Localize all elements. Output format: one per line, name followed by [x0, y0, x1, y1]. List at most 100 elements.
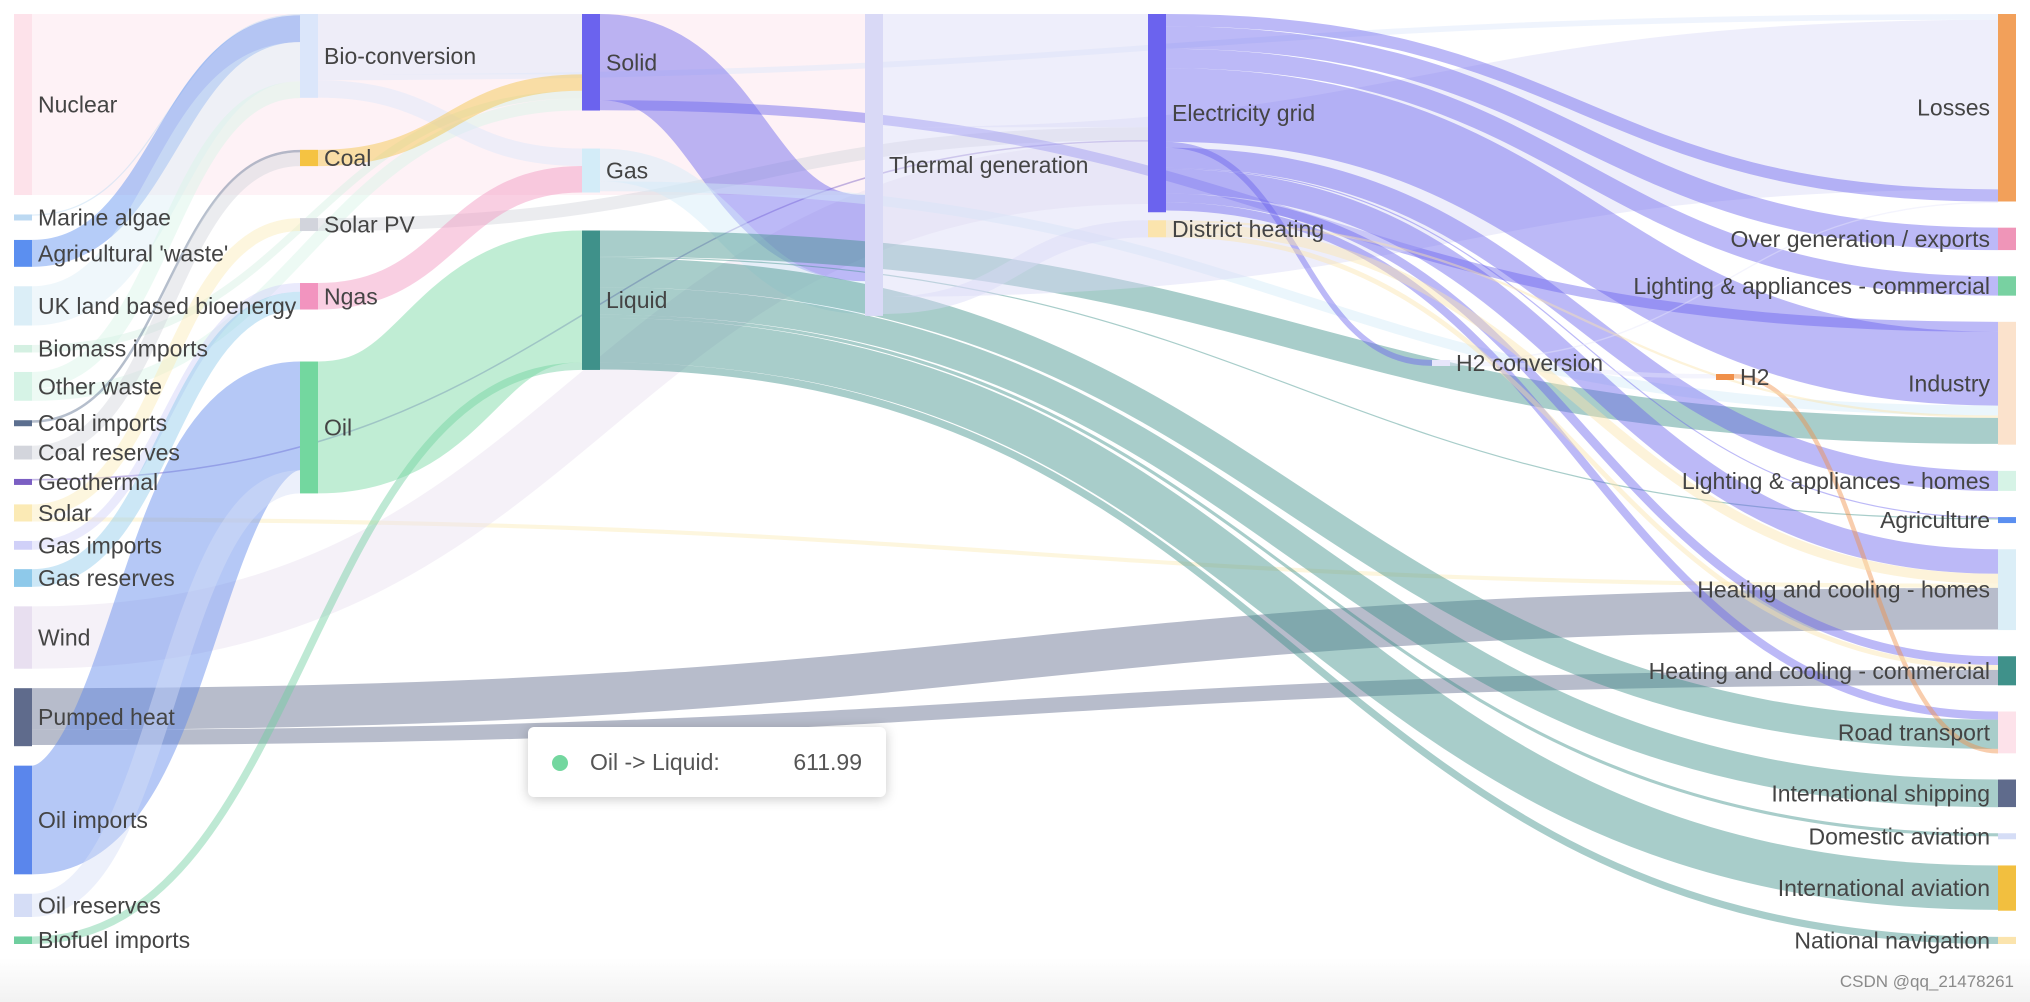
sankey-node-coal[interactable] — [300, 149, 318, 167]
sankey-link-thermal-generation-to-district-heating[interactable] — [882, 220, 1149, 314]
sankey-node-biofuel-imports[interactable] — [14, 936, 32, 944]
sankey-node-bio-conversion[interactable] — [300, 14, 318, 98]
sankey-node-h2[interactable] — [1716, 374, 1734, 380]
sankey-node-industry[interactable] — [1998, 321, 2016, 445]
sankey-node-district-heating[interactable] — [1148, 220, 1166, 238]
sankey-node-national-navigation[interactable] — [1998, 936, 2016, 944]
sankey-node-over-generation-exports[interactable] — [1998, 227, 2016, 251]
sankey-node-solar[interactable] — [14, 504, 32, 522]
sankey-node-liquid[interactable] — [582, 230, 600, 370]
sankey-node-nuclear[interactable] — [14, 14, 32, 196]
sankey-link-electricity-grid-to-h2-conversion[interactable] — [1165, 141, 1433, 366]
sankey-node-label-marine-algae: Marine algae — [38, 204, 171, 230]
sankey-node-domestic-aviation[interactable] — [1998, 833, 2016, 840]
sankey-link-district-heating-to-industry[interactable] — [1165, 220, 1999, 418]
sankey-node-lighting-appliances-commercial[interactable] — [1998, 276, 2016, 296]
sankey-link-electricity-grid-to-agriculture[interactable] — [1165, 167, 1999, 519]
sankey-node-thermal-generation[interactable] — [865, 14, 883, 316]
sankey-link-gas-imports-to-ngas[interactable] — [31, 283, 301, 550]
sankey-link-oil-imports-to-oil[interactable] — [25, 361, 307, 875]
sankey-node-label-wind: Wind — [38, 625, 90, 651]
sankey-link-solar-to-heating-and-cooling-homes[interactable] — [31, 517, 1999, 588]
sankey-link-electricity-grid-to-road-transport[interactable] — [1165, 202, 1999, 720]
sankey-node-label-heating-and-cooling-homes: Heating and cooling - homes — [1697, 577, 1990, 603]
sankey-link-other-waste-to-solid[interactable] — [31, 98, 583, 401]
sankey-link-gas-to-thermal-generation[interactable] — [599, 148, 866, 314]
sankey-node-ngas[interactable] — [300, 283, 318, 310]
sankey-link-wind-to-electricity-grid[interactable] — [31, 141, 1149, 669]
sankey-link-gas-reserves-to-ngas[interactable] — [31, 291, 301, 587]
sankey-link-electricity-grid-to-over-generation-exports[interactable] — [1165, 26, 1999, 251]
sankey-link-uk-land-based-bioenergy-to-bio-conversion[interactable] — [30, 42, 302, 326]
sankey-link-electricity-grid-to-lighting-appliances-commercial[interactable] — [1165, 48, 1999, 296]
sankey-link-electricity-grid-to-heating-and-cooling-homes[interactable] — [1165, 169, 1999, 574]
sankey-node-gas[interactable] — [582, 148, 600, 193]
sankey-node-road-transport[interactable] — [1998, 711, 2016, 754]
sankey-link-h2-to-road-transport[interactable] — [1733, 374, 1999, 754]
sankey-node-solid[interactable] — [582, 14, 600, 111]
sankey-node-marine-algae[interactable] — [14, 214, 32, 221]
sankey-link-ngas-to-gas[interactable] — [317, 166, 583, 310]
sankey-node-agriculture[interactable] — [1998, 517, 2016, 524]
sankey-link-other-waste-to-bio-conversion[interactable] — [31, 81, 301, 389]
sankey-node-losses[interactable] — [1998, 14, 2016, 202]
sankey-node-solar-pv[interactable] — [300, 218, 318, 232]
sankey-node-uk-land-based-bioenergy[interactable] — [14, 286, 32, 326]
sankey-link-coal-imports-to-coal[interactable] — [31, 149, 301, 423]
sankey-node-oil-reserves[interactable] — [14, 893, 32, 917]
sankey-node-electricity-grid[interactable] — [1148, 14, 1166, 213]
sankey-node-label-electricity-grid: Electricity grid — [1172, 100, 1315, 126]
sankey-link-electricity-grid-to-heating-and-cooling-commercial[interactable] — [1165, 193, 1999, 666]
sankey-link-liquid-to-national-navigation[interactable] — [599, 362, 1999, 945]
sankey-node-heating-and-cooling-commercial[interactable] — [1998, 656, 2016, 686]
sankey-link-marine-algae-to-bio-conversion[interactable] — [31, 14, 301, 216]
sankey-node-gas-imports[interactable] — [14, 540, 32, 550]
sankey-node-gas-reserves[interactable] — [14, 569, 32, 587]
sankey-node-label-over-generation-exports: Over generation / exports — [1730, 226, 1990, 252]
sankey-node-oil-imports[interactable] — [14, 765, 32, 875]
sankey-link-electricity-grid-to-lighting-appliances-homes[interactable] — [1165, 147, 1999, 491]
sankey-link-h2-conversion-to-losses[interactable] — [1449, 201, 1999, 362]
sankey-node-international-aviation[interactable] — [1998, 865, 2016, 911]
sankey-node-agricultural-waste[interactable] — [14, 239, 32, 267]
sankey-link-bio-conversion-to-gas[interactable] — [317, 80, 583, 167]
sankey-link-coal-to-solid[interactable] — [317, 74, 583, 167]
sankey-link-oil-reserves-to-oil[interactable] — [30, 470, 302, 917]
sankey-node-geothermal[interactable] — [14, 478, 32, 485]
sankey-link-pumped-heat-to-heating-and-cooling-homes[interactable] — [31, 587, 1999, 730]
sankey-link-district-heating-to-heating-and-cooling-homes[interactable] — [1165, 222, 1999, 584]
sankey-node-label-h2: H2 — [1740, 364, 1769, 390]
sankey-link-agricultural-waste-to-bio-conversion[interactable] — [31, 15, 301, 267]
sankey-node-coal-reserves[interactable] — [14, 445, 32, 460]
sankey-link-electricity-grid-to-losses[interactable] — [1165, 14, 1999, 202]
sankey-link-solar-pv-to-electricity-grid[interactable] — [317, 127, 1149, 232]
sankey-node-coal-imports[interactable] — [14, 420, 32, 427]
sankey-node-label-pumped-heat: Pumped heat — [38, 704, 175, 730]
sankey-link-coal-reserves-to-coal[interactable] — [31, 152, 301, 460]
sankey-node-other-waste[interactable] — [14, 371, 32, 401]
sankey-node-lighting-appliances-homes[interactable] — [1998, 470, 2016, 491]
sankey-node-heating-and-cooling-homes[interactable] — [1998, 549, 2016, 631]
sankey-node-h2-conversion[interactable] — [1432, 360, 1450, 366]
sankey-node-biomass-imports[interactable] — [14, 344, 32, 353]
sankey-link-liquid-to-international-shipping[interactable] — [599, 287, 1999, 808]
sankey-link-h2-conversion-to-h2[interactable] — [1449, 361, 1717, 379]
sankey-link-liquid-to-international-aviation[interactable] — [599, 317, 1999, 910]
sankey-link-thermal-generation-to-losses[interactable] — [882, 19, 1999, 297]
sankey-node-label-international-aviation: International aviation — [1778, 875, 1990, 901]
sankey-link-solar-to-solar-pv[interactable] — [31, 218, 301, 518]
sankey-node-label-road-transport: Road transport — [1838, 719, 1991, 745]
sankey-link-district-heating-to-heating-and-cooling-commercial[interactable] — [1165, 232, 1999, 670]
sankey-node-pumped-heat[interactable] — [14, 688, 32, 747]
sankey-link-oil-to-liquid[interactable] — [315, 230, 585, 494]
sankey-link-electricity-grid-to-industry[interactable] — [1165, 68, 1999, 406]
sankey-link-solid-to-thermal-generation[interactable] — [597, 13, 868, 282]
sankey-node-label-solar-pv: Solar PV — [324, 212, 415, 238]
sankey-link-liquid-to-domestic-aviation[interactable] — [599, 314, 1999, 837]
sankey-node-wind[interactable] — [14, 606, 32, 669]
sankey-node-international-shipping[interactable] — [1998, 779, 2016, 808]
sankey-node-oil[interactable] — [300, 361, 318, 494]
watermark: CSDN @qq_21478261 — [1839, 972, 2014, 991]
sankey-link-pumped-heat-to-heating-and-cooling-commercial[interactable] — [31, 669, 1999, 746]
sankey-link-biofuel-imports-to-liquid[interactable] — [31, 362, 583, 945]
